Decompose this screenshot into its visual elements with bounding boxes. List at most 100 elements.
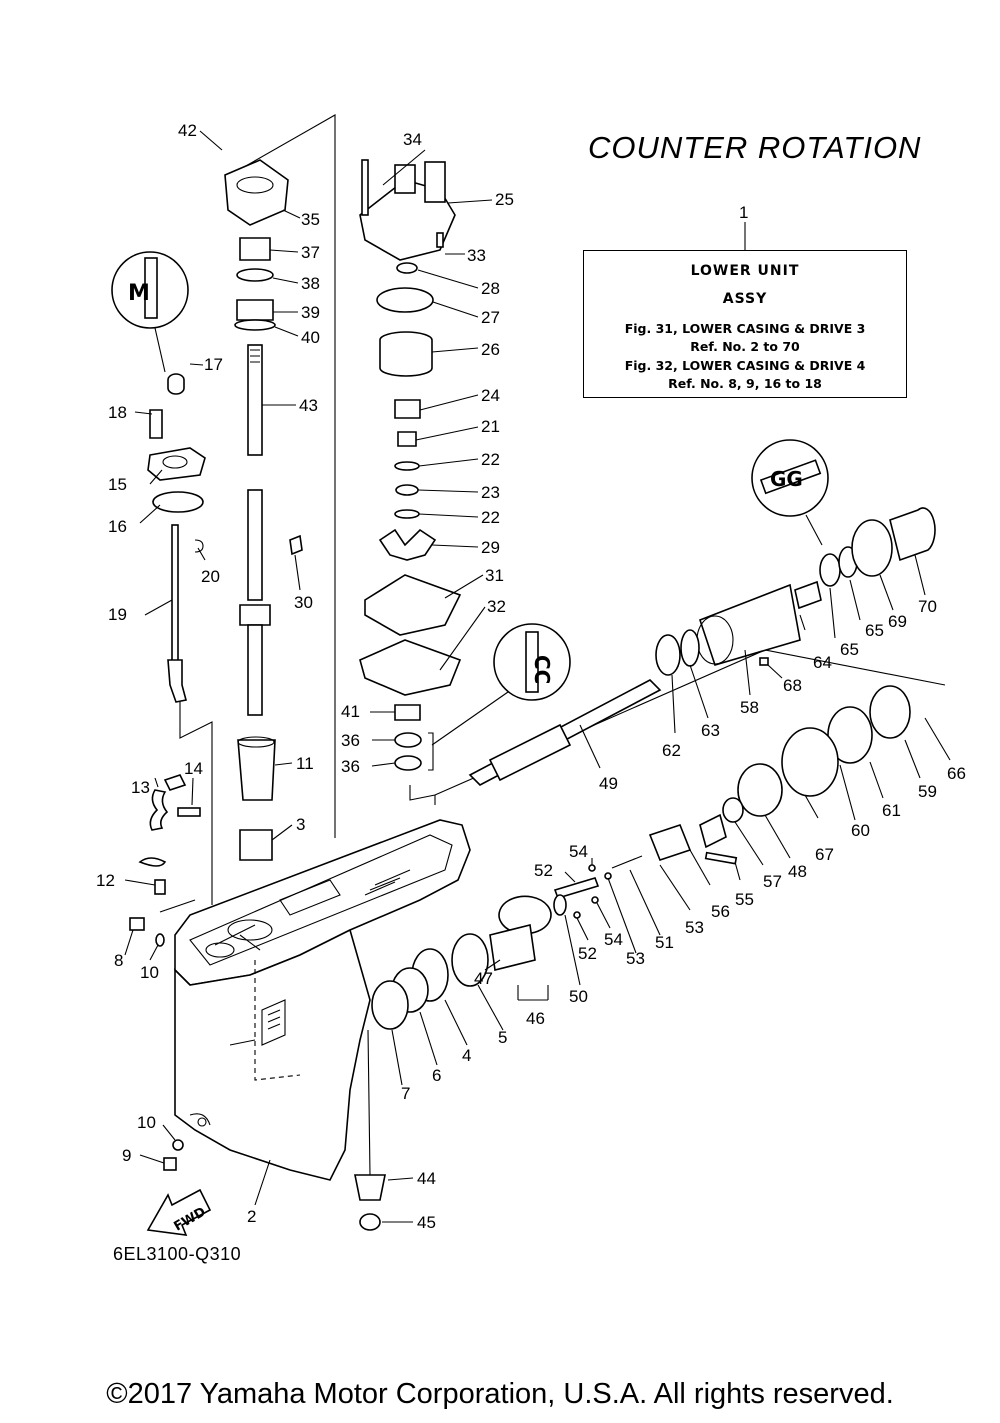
callout-31: 31 (485, 566, 504, 585)
callout-27: 27 (481, 308, 500, 327)
callout-55: 55 (735, 890, 754, 909)
shift-rod-assembly: M (111, 251, 206, 703)
diagram-title: COUNTER ROTATION (588, 130, 922, 165)
callout-21: 21 (481, 417, 500, 436)
callout-numbers: 42 34 35 37 38 39 40 43 17 18 15 16 19 2… (96, 121, 966, 1232)
callout-68: 68 (783, 676, 802, 695)
reference-box: LOWER UNIT ASSY Fig. 31, LOWER CASING & … (583, 250, 907, 398)
callout-69: 69 (888, 612, 907, 631)
callout-52b: 52 (578, 944, 597, 963)
assembly-frame-lines (159, 114, 946, 913)
callout-24: 24 (481, 386, 500, 405)
callout-67: 67 (815, 845, 834, 864)
callout-53a: 53 (626, 949, 645, 968)
callout-61: 61 (882, 801, 901, 820)
callout-54b: 54 (604, 930, 623, 949)
ref-line-5: Fig. 32, LOWER CASING & DRIVE 4 (624, 358, 866, 373)
lower-casing (174, 819, 471, 1181)
callout-6: 6 (432, 1066, 441, 1085)
callout-50: 50 (569, 987, 588, 1006)
callout-65a: 65 (840, 640, 859, 659)
callout-32: 32 (487, 597, 506, 616)
callout-39: 39 (301, 303, 320, 322)
grease-symbol-cc: CC (530, 655, 554, 684)
callout-3: 3 (296, 815, 305, 834)
callout-51: 51 (655, 933, 674, 952)
callout-49: 49 (599, 774, 618, 793)
callout-43: 43 (299, 396, 318, 415)
callout-23: 23 (481, 483, 500, 502)
callout-52a: 52 (534, 861, 553, 880)
grease-symbol-gg: GG (770, 467, 803, 491)
callout-37: 37 (301, 243, 320, 262)
copyright-notice: ©2017 Yamaha Motor Corporation, U.S.A. A… (106, 1378, 894, 1410)
callout-46: 46 (526, 1009, 545, 1028)
callout-44: 44 (417, 1169, 436, 1188)
callout-16: 16 (108, 517, 127, 536)
callout-40: 40 (301, 328, 320, 347)
water-pump-column (359, 159, 462, 771)
callout-22b: 22 (481, 508, 500, 527)
callout-10a: 10 (140, 963, 159, 982)
callout-60: 60 (851, 821, 870, 840)
ref-line-3: Fig. 31, LOWER CASING & DRIVE 3 (624, 321, 866, 336)
callout-63: 63 (701, 721, 720, 740)
callout-30: 30 (294, 593, 313, 612)
propeller-shaft-assembly: GG CC (354, 439, 936, 1231)
ref-line-1: LOWER UNIT (690, 263, 800, 279)
callout-2: 2 (247, 1207, 256, 1226)
callout-20: 20 (201, 567, 220, 586)
callout-57: 57 (763, 872, 782, 891)
callout-66: 66 (947, 764, 966, 783)
callout-8: 8 (114, 951, 123, 970)
callout-25: 25 (495, 190, 514, 209)
callout-28: 28 (481, 279, 500, 298)
callout-18: 18 (108, 403, 127, 422)
callout-45: 45 (417, 1213, 436, 1232)
callout-36b: 36 (341, 757, 360, 776)
callout-9: 9 (122, 1146, 131, 1165)
callout-13: 13 (131, 778, 150, 797)
callout-58: 58 (740, 698, 759, 717)
forward-direction-arrow: FWD (146, 1188, 212, 1236)
callout-34: 34 (403, 130, 422, 149)
callout-7: 7 (401, 1084, 410, 1103)
callout-54a: 54 (569, 842, 588, 861)
callout-42: 42 (178, 121, 197, 140)
small-hardware-left (129, 774, 201, 1171)
callout-36a: 36 (341, 731, 360, 750)
callout-26: 26 (481, 340, 500, 359)
callout-38: 38 (301, 274, 320, 293)
callout-12: 12 (96, 871, 115, 890)
ref-line-6: Ref. No. 8, 9, 16 to 18 (668, 376, 822, 391)
callout-17: 17 (204, 355, 223, 374)
callout-leaders (124, 130, 951, 1223)
drive-shaft-column (224, 159, 303, 861)
callout-59: 59 (918, 782, 937, 801)
callout-56: 56 (711, 902, 730, 921)
callout-35: 35 (301, 210, 320, 229)
callout-48: 48 (788, 862, 807, 881)
callout-62: 62 (662, 741, 681, 760)
callout-19: 19 (108, 605, 127, 624)
callout-53b: 53 (685, 918, 704, 937)
callout-22a: 22 (481, 450, 500, 469)
callout-41: 41 (341, 702, 360, 721)
callout-70: 70 (918, 597, 937, 616)
callout-47: 47 (474, 969, 493, 988)
callout-65b: 65 (865, 621, 884, 640)
callout-1: 1 (739, 203, 748, 222)
callout-29: 29 (481, 538, 500, 557)
grease-symbol-m: M (128, 281, 150, 306)
callout-5: 5 (498, 1028, 507, 1047)
ref-line-2: ASSY (722, 291, 768, 307)
callout-64: 64 (813, 653, 832, 672)
callout-15: 15 (108, 475, 127, 494)
callout-11: 11 (296, 754, 314, 773)
callout-10b: 10 (137, 1113, 156, 1132)
callout-33: 33 (467, 246, 486, 265)
diagram-code: 6EL3100-Q310 (113, 1244, 242, 1264)
ref-line-4: Ref. No. 2 to 70 (690, 339, 800, 354)
callout-4: 4 (462, 1046, 471, 1065)
